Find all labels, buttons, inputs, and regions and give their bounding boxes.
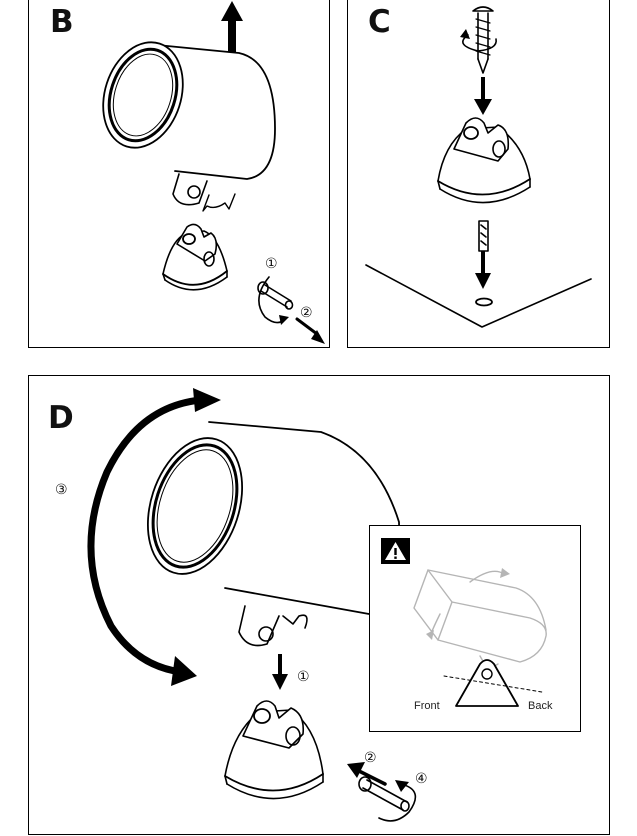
mount-base [224, 700, 324, 800]
tilt-arrow-icon [87, 396, 202, 676]
bolt [257, 281, 294, 310]
speaker-body [102, 41, 276, 212]
mount-base [162, 223, 228, 291]
front-label: Front [414, 700, 440, 712]
panel-d-letter: D [48, 400, 74, 436]
panel-b-illustration [102, 1, 325, 344]
wall-plug-icon [475, 220, 491, 289]
panel-b: B [28, 0, 330, 348]
ghost-speaker [413, 568, 547, 671]
screw-rotation-arrow-icon [462, 34, 497, 52]
warning-callout: Front Back [369, 525, 581, 732]
screw-icon [472, 6, 494, 74]
panel-b-step-2: ② [300, 305, 313, 321]
wall-surface [365, 264, 592, 328]
panel-d-step-4: ④ [415, 771, 428, 787]
panel-d-step-3: ③ [55, 482, 68, 498]
panel-d: D [28, 375, 610, 835]
push-arrow-icon [347, 762, 387, 786]
panel-c-letter: C [368, 4, 391, 40]
drill-hole [475, 297, 493, 307]
panel-d-step-2: ② [364, 750, 377, 766]
pull-arrow-icon [295, 317, 325, 344]
panel-c: C [347, 0, 610, 348]
panel-d-step-1: ① [297, 669, 310, 685]
warning-triangle-icon [381, 538, 410, 564]
panel-c-illustration [365, 6, 592, 328]
panel-b-letter: B [50, 4, 74, 40]
back-label: Back [528, 700, 553, 712]
panel-b-step-1: ① [265, 256, 278, 272]
down-arrow-icon [474, 77, 492, 115]
down-arrow-icon [272, 654, 288, 690]
speaker-body [146, 421, 400, 647]
rotation-arrow-icon [378, 783, 417, 822]
panel-d-illustration [87, 388, 417, 822]
warning-callout-illustration [381, 538, 547, 707]
bolt [358, 776, 410, 812]
tilt-reference-line [443, 675, 543, 693]
rotation-arrow-icon [258, 276, 286, 324]
mount-base [437, 117, 531, 204]
